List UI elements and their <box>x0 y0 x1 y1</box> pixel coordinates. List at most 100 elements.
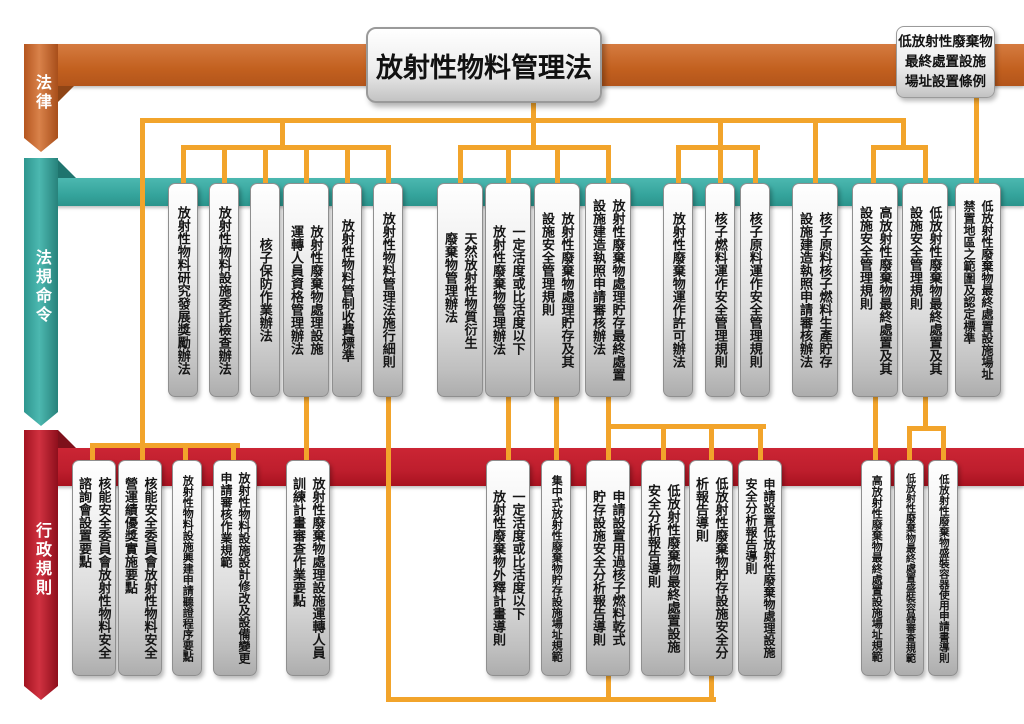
regulation-box-15: 高放射性廢棄物最終處置及其 設施安全管理規則 <box>852 183 898 397</box>
admin-rule-box-4: 放射性物料設施設計修改及設備變更 申請審核作業規範 <box>213 460 257 676</box>
connector-line <box>758 424 763 465</box>
admin-rule-box-13: 低放射性廢棄物最終處置盛裝容器審查規範 <box>894 460 924 676</box>
box-label: 放射性廢棄物處理貯存及其 設施安全管理規則 <box>540 212 575 368</box>
connector-line <box>531 97 536 150</box>
box-label: 高放射性廢棄物最終處置及其 設施安全管理規則 <box>858 205 893 375</box>
connector-line <box>90 443 240 448</box>
admin-rule-box-11: 申請設置低放射性廢棄物處理設施 安全分析報告導則 <box>738 460 782 676</box>
box-label: 核子燃料運作安全管理規則 <box>712 212 728 368</box>
connector-line <box>974 92 979 188</box>
connector-line <box>871 145 876 188</box>
admin-rule-box-3: 放射性物料設施興建申請聽證程序要點 <box>172 460 202 676</box>
connector-line <box>718 118 723 150</box>
box-label: 放射性物料設施委託檢查辦法 <box>216 205 232 375</box>
connector-line <box>458 145 611 150</box>
box-label: 申請設置低放射性廢棄物處理設施 安全分析報告導則 <box>744 478 776 658</box>
box-label: 放射性廢棄物處理設施運轉人員 訓練計畫審查作業要點 <box>291 477 326 659</box>
regulation-box-2: 放射性物料設施委託檢查辦法 <box>209 183 239 397</box>
box-label: 低放射性廢棄物最終處置及其 設施安全管理規則 <box>908 205 943 375</box>
admin-ribbon-fold <box>58 430 76 448</box>
connector-line <box>676 145 681 188</box>
regulation-box-12: 核子燃料運作安全管理規則 <box>705 183 735 397</box>
regulation-box-7: 天然放射性物質衍生 廢棄物管理辦法 <box>437 183 483 397</box>
connector-line <box>555 145 560 188</box>
box-label: 核子原料核子燃料生產貯存 設施建造執照申請審核辦法 <box>798 212 833 368</box>
box-label: 低放射性廢棄物盛裝容器使用申請書導則 <box>937 473 950 663</box>
connector-line <box>222 145 227 188</box>
box-label: 核子保防作業辦法 <box>257 238 273 342</box>
connector-line <box>506 393 511 463</box>
law-ribbon: 法律 <box>24 44 58 152</box>
box-label: 高放射性廢棄物最終處置設施場址規範 <box>870 474 883 662</box>
admin-rule-box-9: 低放射性廢棄物最終處置設施 安全分析報告導則 <box>641 460 685 676</box>
connector-line <box>661 424 666 465</box>
connector-line <box>181 145 391 150</box>
admin-ribbon-label: 行政規則 <box>33 522 50 598</box>
box-label: 放射性物料管理法施行細則 <box>380 212 396 368</box>
admin-rule-box-6: 一定活度或比活度以下 放射性廢棄物外釋計畫導則 <box>486 460 530 676</box>
connector-line <box>140 118 145 463</box>
admin-rule-box-12: 高放射性廢棄物最終處置設施場址規範 <box>861 460 891 676</box>
connector-line <box>871 145 928 150</box>
admin-ribbon: 行政規則 <box>24 430 58 700</box>
admin-rule-box-2: 核能安全委員會放射性物料安全 營運績優獎實施要點 <box>118 460 162 676</box>
connector-line <box>90 443 95 465</box>
admin-rule-box-8: 申請設置用過核子燃料乾式 貯存設施安全分析報告導則 <box>586 460 630 676</box>
connector-line <box>386 145 391 188</box>
connector-line <box>606 674 611 697</box>
connector-line <box>263 145 268 188</box>
connector-line <box>304 393 309 463</box>
admin-rule-box-5: 放射性廢棄物處理設施運轉人員 訓練計畫審查作業要點 <box>286 460 330 676</box>
box-label: 一定活度或比活度以下 放射性廢棄物管理辦法 <box>491 225 526 355</box>
regulation-ribbon-fold <box>58 160 76 178</box>
box-label: 低放射性廢棄物貯存設施安全分 析報告導則 <box>694 477 729 659</box>
law-ribbon-label: 法律 <box>33 74 50 112</box>
box-label: 申請設置用過核子燃料乾式 貯存設施安全分析報告導則 <box>591 490 626 646</box>
connector-line <box>506 145 511 188</box>
box-label: 放射性物料設施興建申請聽證程序要點 <box>181 474 194 662</box>
connector-line <box>386 393 391 702</box>
regulation-box-3: 核子保防作業辦法 <box>250 183 280 397</box>
regulation-box-16: 低放射性廢棄物最終處置及其 設施安全管理規則 <box>902 183 948 397</box>
box-label: 核子原料運作安全管理規則 <box>747 212 763 368</box>
box-label: 集中式放射性廢棄物貯存設施場址規範 <box>550 474 563 662</box>
box-label: 核能安全委員會放射性物料安全 營運績優獎實施要點 <box>123 477 158 659</box>
box-label: 一定活度或比活度以下 放射性廢棄物外釋計畫導則 <box>491 490 526 646</box>
regulation-box-13: 核子原料運作安全管理規則 <box>740 183 770 397</box>
connector-line <box>183 443 188 465</box>
connector-line <box>941 426 946 465</box>
box-label: 放射性物料研究發展獎勵辦法 <box>175 205 191 375</box>
regulation-box-6: 放射性物料管理法施行細則 <box>373 183 403 397</box>
connector-line <box>813 118 818 188</box>
regulation-box-8: 一定活度或比活度以下 放射性廢棄物管理辦法 <box>485 183 531 397</box>
regulation-box-5: 放射性物料管制收費標準 <box>332 183 362 397</box>
box-label: 放射性物料管制收費標準 <box>339 218 355 362</box>
connector-line <box>345 145 350 188</box>
admin-rule-box-10: 低放射性廢棄物貯存設施安全分 析報告導則 <box>689 460 733 676</box>
connector-line <box>923 145 928 188</box>
connector-line <box>181 145 186 188</box>
connector-line <box>907 426 946 431</box>
connector-line <box>606 424 766 429</box>
law-ribbon-fold <box>58 86 74 102</box>
admin-rule-box-7: 集中式放射性廢棄物貯存設施場址規範 <box>541 460 571 676</box>
box-label: 放射性廢棄物運作許可辦法 <box>670 212 686 368</box>
box-label: 低放射性廢棄物最終處置設施 安全分析報告導則 <box>646 483 681 653</box>
box-label: 天然放射性物質衍生 廢棄物管理辦法 <box>443 231 478 349</box>
connector-line <box>709 674 714 697</box>
connector-line <box>923 393 928 429</box>
regulation-box-11: 放射性廢棄物運作許可辦法 <box>663 183 693 397</box>
regulation-box-1: 放射性物料研究發展獎勵辦法 <box>168 183 198 397</box>
admin-rule-box-14: 低放射性廢棄物盛裝容器使用申請書導則 <box>928 460 958 676</box>
connector-line <box>554 393 559 463</box>
regulation-box-4: 放射性廢棄物處理設施 運轉人員資格管理辦法 <box>283 183 329 397</box>
regulation-box-10: 放射性廢棄物處理貯存最終處置 設施建造執照申請審核辦法 <box>585 183 631 397</box>
connector-line <box>140 118 906 123</box>
law-title-box: 放射性物料管理法 <box>366 27 602 103</box>
regulation-box-17: 低放射性廢棄物最終處置設施場址 禁置地區之範圍及認定標準 <box>955 183 1001 397</box>
siting-act-label: 低放射性廢棄物 最終處置設施 場址設置條例 <box>898 33 993 90</box>
connector-line <box>280 118 285 150</box>
regulation-box-14: 核子原料核子燃料生產貯存 設施建造執照申請審核辦法 <box>792 183 838 397</box>
connector-line <box>718 145 723 188</box>
